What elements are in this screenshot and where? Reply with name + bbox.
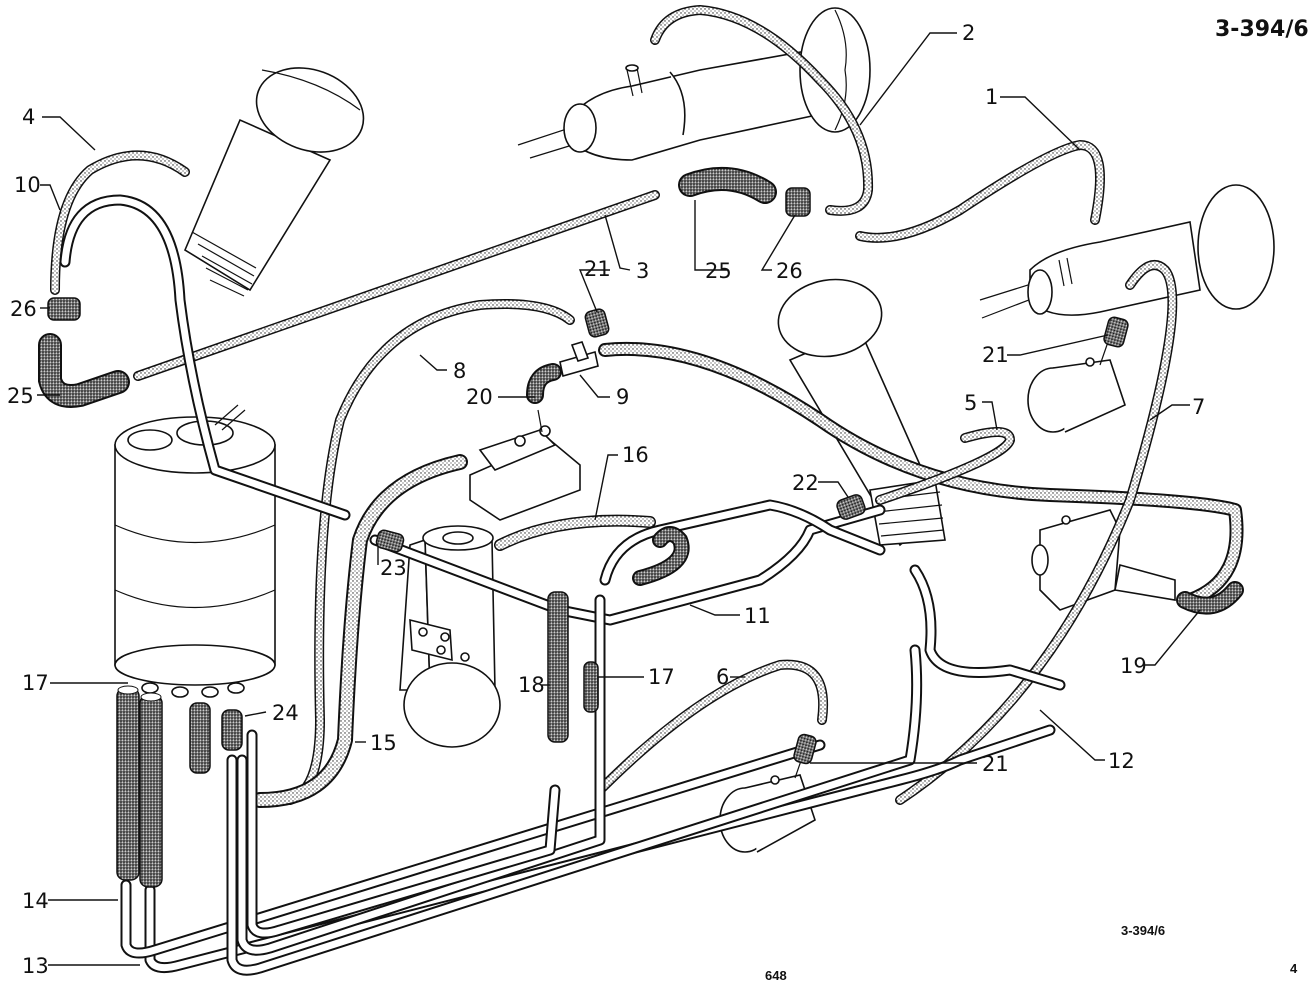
hose-6 [595,659,829,795]
sleeve-23 [375,529,405,553]
callout-25-left: 25 [7,384,34,408]
callout-6: 6 [716,665,729,689]
hose-loop-center [632,526,690,586]
callout-11: 11 [744,604,771,628]
steering-rack-upper [517,7,871,161]
sleeve-17-center [583,661,599,713]
hose-8 [285,299,575,805]
sleeve-21-c [793,733,817,765]
hose-3 [133,190,660,381]
callout-7: 7 [1192,395,1205,419]
callout-26-top: 26 [776,259,803,283]
callout-21-bottom: 21 [982,752,1009,776]
callout-21-top: 21 [584,257,611,281]
pressure-regulator [1031,509,1176,611]
bellows [191,231,257,297]
tee-9 [559,341,599,378]
callout-20: 20 [466,385,493,409]
callout-9: 9 [616,385,629,409]
callout-12: 12 [1108,749,1135,773]
callout-21-right: 21 [982,343,1009,367]
pipe-13 [144,724,1056,974]
column-pump-upper-left [183,67,365,297]
hose-15 [252,454,468,808]
sleeve-17-left-pair [116,685,163,888]
elbow-25-left [38,333,130,408]
leader-lines [37,32,1201,966]
callout-25-top: 25 [705,259,732,283]
callout-3: 3 [636,259,649,283]
cylinder-fitting-upper [1027,341,1126,433]
hose-4 [50,150,190,295]
hose-2 [650,5,874,216]
hose-16 [494,514,656,551]
sleeve-18 [547,591,569,743]
section-number: 4 [1290,961,1298,976]
callout-13: 13 [22,954,49,978]
bushing-26-top [785,187,811,217]
pipe-12 [909,564,1066,691]
callout-17-center: 17 [648,665,675,689]
callout-labels: 1 2 3 4 5 6 7 8 9 10 11 12 13 14 15 16 1… [7,21,1205,978]
pipe-bundle-lower [226,594,923,976]
pipe-11 [369,504,886,626]
pipe-14 [120,739,826,959]
callout-23: 23 [380,556,407,580]
callout-4: 4 [22,105,35,129]
callout-1: 1 [985,85,998,109]
figure-id-header: 3-394/6 [1215,17,1309,42]
pipe-10 [59,194,351,521]
callout-5: 5 [964,391,977,415]
callout-10: 10 [14,173,41,197]
callout-15: 15 [370,731,397,755]
callout-19: 19 [1120,654,1147,678]
callout-16: 16 [622,443,649,467]
elbow-25-top [678,166,777,204]
bushing-26-left [47,297,81,321]
callout-18: 18 [518,673,545,697]
sleeve-21-b [1103,316,1129,348]
callout-8: 8 [453,359,466,383]
callout-24: 24 [272,701,299,725]
page-number: 648 [765,968,787,983]
hose-19 [1176,581,1244,615]
callout-2: 2 [962,21,975,45]
sleeve-22 [836,494,866,520]
elbow-20 [526,363,562,404]
hose-1 [855,140,1105,243]
hose-5 [875,427,1016,505]
pipe-11-upper [599,499,886,586]
figure-id-footer: 3-394/6 [1121,923,1165,938]
hose-main-pressure [598,341,1244,607]
callout-26-left: 26 [10,297,37,321]
sleeve-21-a [584,308,610,338]
callout-17-left: 17 [22,671,49,695]
callout-22: 22 [792,471,819,495]
accumulator-sphere [399,525,501,748]
hose-7 [895,260,1178,805]
steering-rack-right [979,184,1275,319]
control-valve [469,409,581,521]
callout-14: 14 [22,889,49,913]
fluid-reservoir [114,404,276,698]
sleeve-24 [189,702,243,774]
